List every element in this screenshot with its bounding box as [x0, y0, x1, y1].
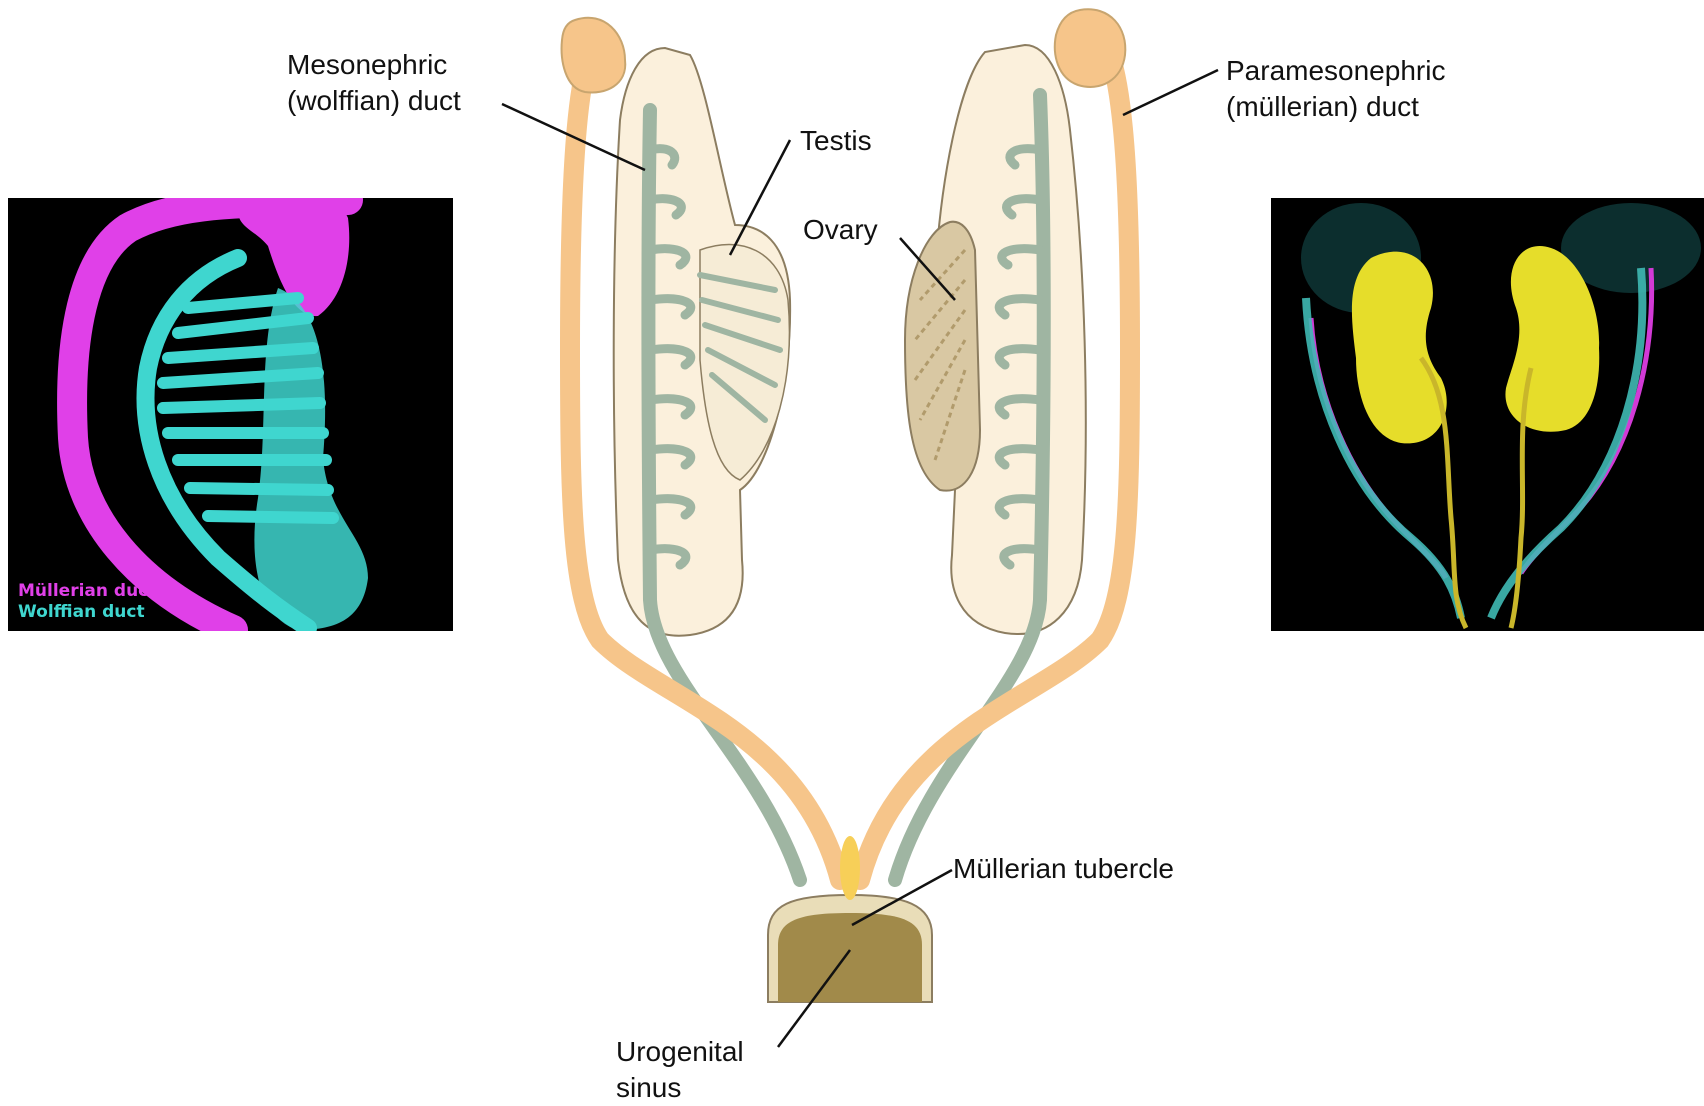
- label-mesonephric-line2: (wolffian) duct: [287, 83, 461, 119]
- label-paramesonephric-duct: Paramesonephric (müllerian) duct: [1226, 53, 1445, 125]
- label-urogenital-sinus: Urogenital sinus: [616, 1034, 744, 1106]
- label-urogenital-line2: sinus: [616, 1070, 744, 1106]
- ovary-shape: [905, 222, 980, 491]
- left-paramesonephric-head: [562, 18, 626, 93]
- label-paramesonephric-line2: (müllerian) duct: [1226, 89, 1445, 125]
- right-paramesonephric-head: [1055, 9, 1125, 87]
- urogenital-sinus-lumen: [778, 913, 922, 1002]
- label-ovary: Ovary: [803, 212, 878, 248]
- label-mullerian-tubercle: Müllerian tubercle: [953, 851, 1174, 887]
- label-paramesonephric-line1: Paramesonephric: [1226, 53, 1445, 89]
- label-mesonephric-duct: Mesonephric (wolffian) duct: [287, 47, 461, 119]
- mullerian-tubercle-shape: [840, 836, 860, 900]
- label-testis: Testis: [800, 123, 872, 159]
- label-mesonephric-line1: Mesonephric: [287, 47, 461, 83]
- label-urogenital-line1: Urogenital: [616, 1034, 744, 1070]
